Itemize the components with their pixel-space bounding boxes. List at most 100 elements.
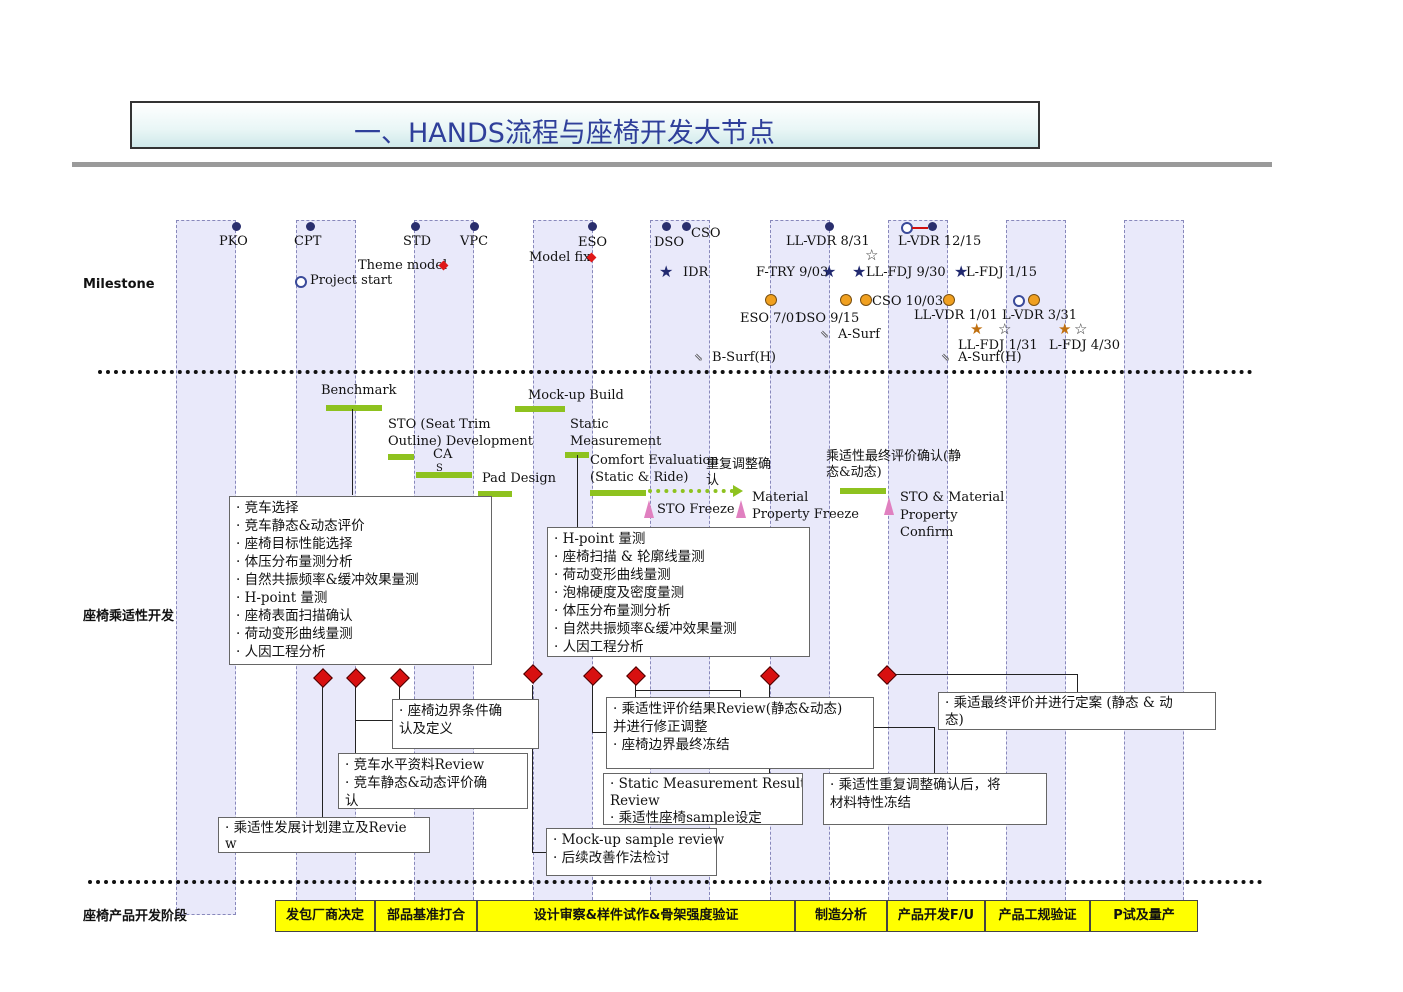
static-list-box: · H-point 量测 · 座椅扫描 & 轮廓线量测 · 荷动变形曲线量测 ·…	[547, 527, 810, 657]
row-label-product: 座椅产品开发阶段	[83, 909, 188, 924]
eval-right-connector	[874, 727, 934, 728]
static-connector	[577, 455, 578, 527]
bsurf-label: B-Surf(H)	[712, 350, 776, 365]
sto-material-label: STO & Material Property Confirm	[900, 490, 1005, 540]
lvdr331-dot	[1028, 294, 1040, 306]
vpc-dot	[470, 222, 479, 231]
std-label: STD	[403, 234, 431, 249]
phase-2: 部品基准打合	[375, 900, 477, 932]
benchmark-list-box: · 竞车选择 · 竞车静态&动态评价 · 座椅目标性能选择 · 体压分布量测分析…	[229, 496, 492, 665]
material-label-1: Material	[752, 490, 809, 505]
phase-6: 产品工规验证	[985, 900, 1090, 932]
row-label-milestone: Milestone	[83, 277, 155, 292]
d6-connector-v2	[740, 690, 741, 697]
phase-3: 设计审察&样件试作&骨架强度验证	[477, 900, 795, 932]
llvdr101-dot	[943, 294, 955, 306]
lfdj430-outline-star-icon: ☆	[1074, 320, 1088, 338]
cso1003-dot	[860, 294, 872, 306]
lvdr-arrow	[912, 227, 928, 229]
llfdj131-label: LL-FDJ 1/31	[958, 338, 1038, 353]
page-title: 一、HANDS流程与座椅开发大节点	[354, 118, 775, 149]
cso1003-label: CSO 10/03	[872, 294, 944, 309]
mockup-bar	[515, 406, 565, 412]
pko-label: PKO	[219, 234, 248, 249]
dso-dot	[662, 222, 671, 231]
mockup-review-box: · Mock-up sample review · 后续改善作法检讨	[546, 828, 724, 876]
lfdj430-star-icon: ★	[1058, 320, 1072, 338]
dso915-dot	[840, 294, 852, 306]
competitor-review-box: · 竞车水平资料Review · 竞车静态&动态评价确 认	[338, 753, 528, 809]
sto-bar	[388, 454, 414, 460]
llfdj-label: LL-FDJ 9/30	[866, 265, 946, 280]
title-rule	[72, 162, 1272, 167]
milestone-diamond-6	[626, 666, 646, 686]
asurf-label: A-Surf	[838, 327, 881, 342]
llfdj131-outline-star-icon: ☆	[998, 320, 1012, 338]
pad-design-label: Pad Design	[482, 471, 557, 486]
pko-dot	[232, 222, 241, 231]
asurfh-icon: ⇘	[941, 351, 951, 364]
comfort-label-2: (Static & Ride)	[590, 470, 689, 485]
phase-5: 产品开发F/U	[887, 900, 985, 932]
mockup-connector-h	[532, 852, 546, 853]
comfort-bar	[590, 490, 646, 496]
benchmark-bar	[326, 405, 382, 411]
eval-connector-h	[592, 732, 606, 733]
ca-bar	[416, 472, 472, 478]
comfort-label-1: Comfort Evaluation	[590, 453, 719, 468]
final-eval-label: 乘适性最终评价确认(静 态&动态)	[826, 449, 962, 480]
lfdj430-label: L-FDJ 4/30	[1049, 338, 1121, 353]
llvdr-dot	[825, 222, 834, 231]
llvdr101-label: LL-VDR 1/01	[914, 308, 998, 323]
project-start-label: Project start	[310, 273, 393, 288]
cpt-dot	[306, 222, 315, 231]
bsurf-icon: ⇘	[694, 351, 704, 364]
sto-freeze-label: STO Freeze	[657, 502, 735, 517]
column-8	[1124, 220, 1184, 915]
lvdr331-ring	[1013, 295, 1025, 307]
dso915-label: DSO 9/15	[796, 311, 860, 326]
idr-label: IDR	[683, 265, 709, 280]
phase-1: 发包厂商决定	[275, 900, 375, 932]
theme-model-label: Theme model	[358, 258, 448, 273]
llvdr-label: LL-VDR 8/31	[786, 234, 870, 249]
asurf-icon: ⇘	[820, 328, 830, 341]
readjust-dotted-arrow	[648, 489, 734, 493]
static-result-box: · Static Measurement Result Review · 乘适性…	[603, 773, 803, 825]
lfdj-label: L-FDJ 1/15	[966, 265, 1038, 280]
plan-connector	[322, 685, 323, 817]
lvdr-dot	[928, 222, 937, 231]
column-pko	[176, 220, 236, 915]
milestone-diamond-3	[390, 668, 410, 688]
ca-label: CA	[433, 447, 453, 462]
llfdj131-star-icon: ★	[970, 320, 984, 338]
dso-label: DSO	[654, 235, 684, 250]
boundary-box: · 座椅边界条件确 认及定义	[392, 699, 539, 749]
d6-connector-h	[635, 690, 740, 691]
phase-7: P试及量产	[1090, 900, 1198, 932]
final-connector-h	[886, 674, 1078, 675]
lfdj-star-icon: ★	[954, 262, 969, 281]
eso-label: ESO	[578, 235, 608, 250]
mockup-connector	[532, 685, 533, 853]
title-banner: 一、HANDS流程与座椅开发大节点	[130, 101, 1040, 149]
material-freeze-marker	[736, 500, 746, 518]
eso701-dot	[765, 294, 777, 306]
d6-connector	[635, 685, 636, 697]
lvdr-label: L-VDR 12/15	[898, 234, 982, 249]
boundary-connector-h	[355, 720, 393, 721]
readjust-arrowhead	[733, 485, 743, 497]
eso701-label: ESO 7/01	[740, 311, 803, 326]
pad-design-bar	[478, 491, 512, 497]
mockup-build-label: Mock-up Build	[528, 388, 624, 403]
asurfh-label: A-Surf(H)	[958, 350, 1022, 365]
eval-right-connector-v	[934, 727, 935, 773]
sto-freeze-marker	[644, 500, 654, 518]
cpt-label: CPT	[294, 234, 322, 249]
benchmark-connector	[352, 409, 353, 495]
sto-material-marker	[884, 497, 894, 515]
eso-dot	[588, 222, 597, 231]
idr-star-icon: ★	[659, 262, 674, 281]
phase-4: 制造分析	[795, 900, 887, 932]
